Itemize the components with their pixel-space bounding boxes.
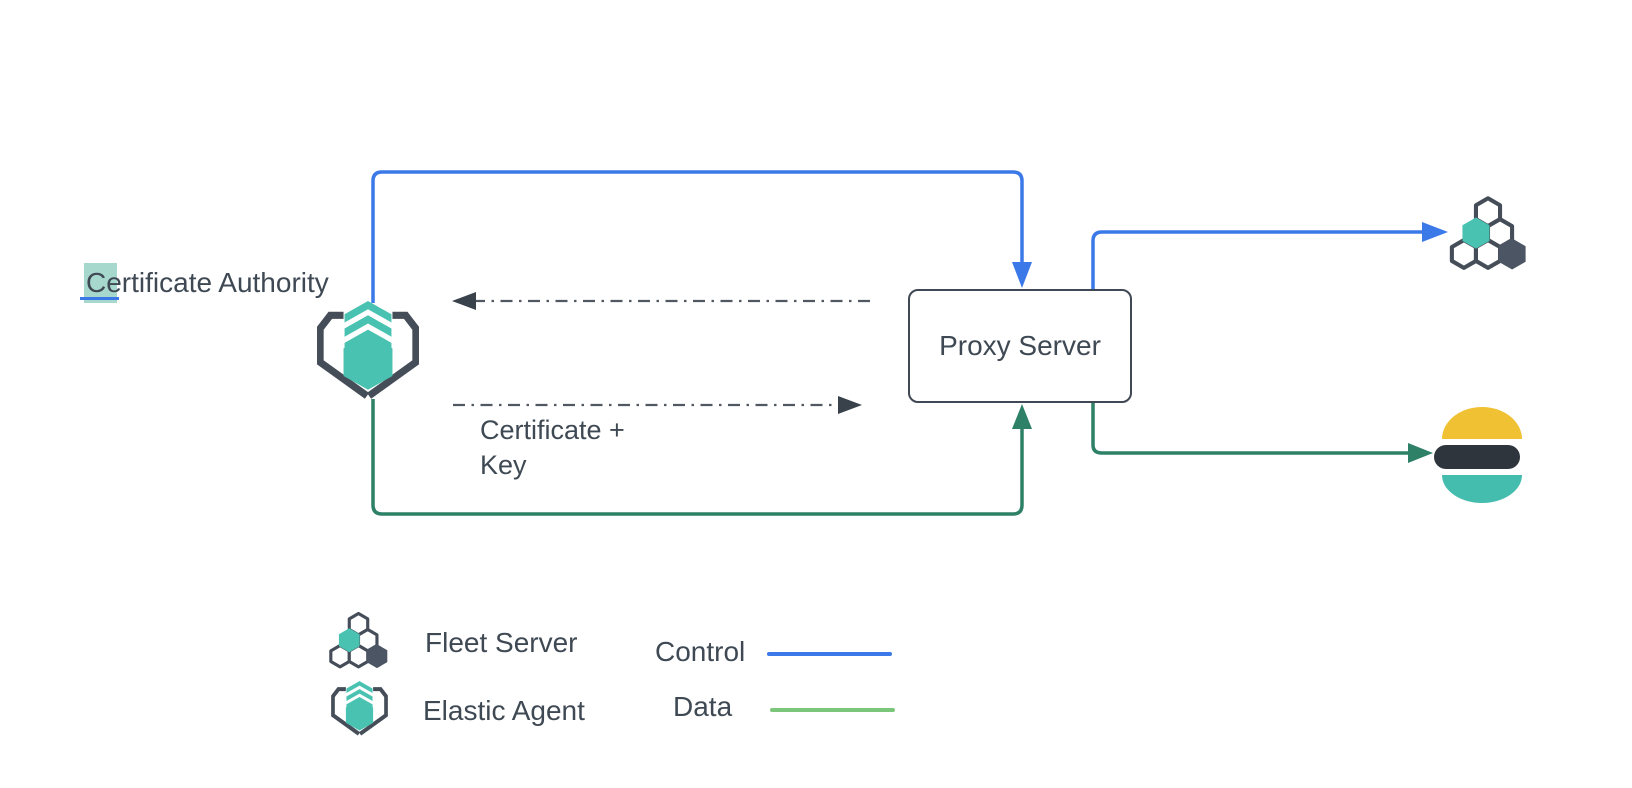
text-selection-highlight: [84, 263, 117, 303]
control-edge-proxy-to-fleet: [1091, 230, 1422, 289]
certificate-authority-label: Certificate Authority: [86, 267, 329, 298]
legend-elastic-agent-label: Elastic Agent: [423, 695, 585, 726]
legend-control-line-swatch: [767, 652, 892, 656]
arrowhead-data-into-proxy-bottom: [1012, 404, 1032, 429]
data-edge-agent-to-proxy: [371, 399, 1024, 516]
elastic-agent-icon: [317, 299, 419, 405]
proxy-server-label: Proxy Server: [939, 330, 1101, 361]
text-cursor-underline: [80, 297, 119, 300]
legend-elastic-agent-icon: [331, 680, 388, 739]
control-edge-agent-to-proxy: [371, 170, 1024, 303]
legend-data-line-swatch: [770, 708, 895, 712]
certificate-key-label: Certificate + Key: [480, 415, 625, 480]
arrowhead-cert-exchange-right: [838, 396, 862, 414]
legend-fleet-server-label: Fleet Server: [425, 627, 578, 658]
legend-control-label: Control: [655, 636, 746, 667]
legend-data-label: Data: [673, 691, 733, 722]
data-edge-proxy-to-elasticsearch: [1091, 403, 1408, 455]
fleet-server-icon: [1447, 195, 1529, 272]
arrowhead-cert-exchange-left: [452, 292, 476, 310]
legend-fleet-server-icon: [327, 611, 390, 670]
arrowhead-control-into-fleet: [1422, 222, 1448, 242]
arrowhead-data-into-elasticsearch: [1408, 443, 1433, 463]
arrowhead-control-into-proxy-top: [1012, 262, 1032, 288]
elasticsearch-icon: [1434, 405, 1526, 503]
proxy-server-node: Proxy Server: [908, 289, 1132, 403]
